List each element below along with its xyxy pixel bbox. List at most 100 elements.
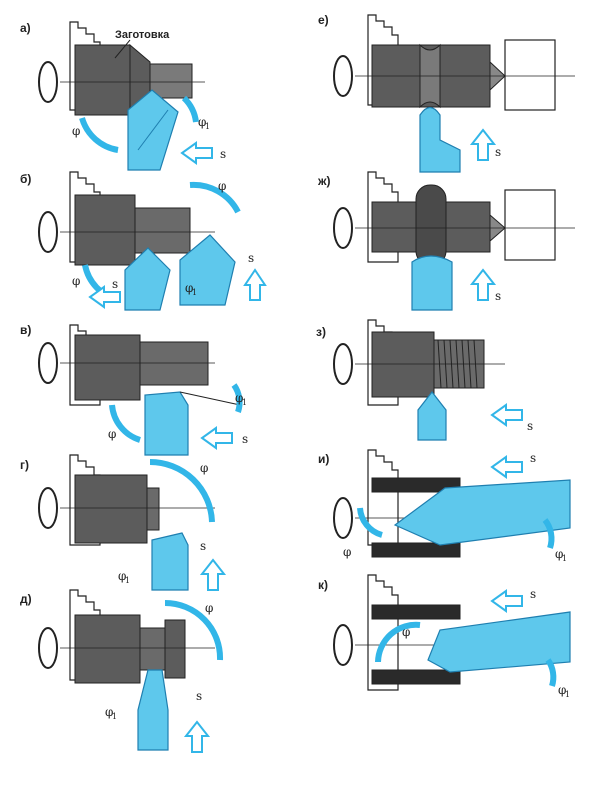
feed-label: s	[220, 147, 226, 161]
workpiece-neck	[149, 63, 193, 99]
feed-label: s	[242, 432, 248, 446]
panel-v: в) φ φ 1 s	[20, 323, 248, 456]
panel-letter: и)	[318, 452, 329, 466]
phi1-arc	[231, 383, 243, 413]
phi1-sub: 1	[112, 712, 117, 721]
phi1-sub: 1	[242, 398, 247, 407]
phi-arc	[189, 181, 241, 214]
cutting-tool	[137, 669, 169, 751]
rotation-icon	[38, 211, 58, 253]
phi-label: φ	[402, 625, 410, 639]
workpiece-body	[371, 331, 435, 398]
chuck	[367, 171, 399, 263]
phi1-sub: 1	[562, 554, 567, 563]
workpiece-groove	[139, 627, 166, 671]
phi1-label: φ	[118, 569, 126, 583]
panel-letter: з)	[316, 325, 326, 339]
phi-label: φ	[72, 274, 80, 288]
phi-label: φ	[72, 124, 80, 138]
bore-wall-top	[371, 477, 461, 493]
phi-arc	[149, 459, 215, 523]
phi1-arc	[545, 658, 557, 687]
feed-arrow	[490, 403, 523, 427]
phi1-label: φ	[558, 683, 566, 697]
rotation-icon	[333, 55, 353, 97]
panel-letter: а)	[20, 21, 31, 35]
panel-d: д) φ φ 1 s	[20, 589, 224, 753]
feed-label: s	[527, 419, 533, 433]
cutting-tool	[417, 391, 447, 441]
phi-arc	[79, 117, 119, 153]
workpiece-face	[146, 487, 160, 531]
feed-arrow-up	[243, 268, 267, 301]
leader-line	[114, 39, 131, 59]
panel-z: з) s	[316, 319, 533, 441]
tailstock	[504, 189, 556, 261]
angle-line	[179, 391, 241, 406]
rotation-icon	[38, 487, 58, 529]
rotation-icon	[38, 627, 58, 669]
boring-bar	[393, 479, 571, 546]
feed-label: s	[530, 587, 536, 601]
cutting-tool	[144, 391, 189, 456]
rotation-icon	[333, 624, 353, 666]
phi1-label: φ	[198, 115, 206, 129]
rotation-icon	[333, 343, 353, 385]
workpiece-body	[74, 194, 136, 266]
feed-label: s	[112, 277, 118, 291]
rotation-icon	[333, 207, 353, 249]
phi1-label: φ	[185, 281, 193, 295]
panel-i: и) φ φ 1 s	[318, 449, 571, 563]
feed-arrow-up	[199, 558, 227, 591]
phi1-sub: 1	[205, 122, 210, 131]
panel-letter: е)	[318, 13, 329, 27]
panel-g: г) φ φ 1 s	[20, 454, 227, 591]
panel-letter: к)	[318, 578, 328, 592]
panel-letter: ж)	[317, 174, 331, 188]
chuck	[367, 574, 399, 691]
phi1-sub: 1	[192, 288, 197, 297]
rotation-icon	[38, 61, 58, 103]
phi-label: φ	[218, 179, 226, 193]
cutting-tool-left	[124, 247, 171, 311]
workpiece-collar	[415, 184, 447, 266]
feed-label: s	[495, 145, 501, 159]
tool-edge-line	[137, 109, 169, 151]
panel-zh: ж) s	[317, 171, 575, 311]
bore-wall-bottom	[371, 669, 461, 685]
feed-label: s	[196, 689, 202, 703]
phi-label: φ	[108, 427, 116, 441]
cutting-tool	[151, 532, 189, 591]
workpiece-step	[139, 341, 209, 386]
phi1-arc	[542, 518, 555, 549]
feed-arrow	[490, 455, 523, 479]
feed-arrow-up	[183, 720, 211, 753]
panel-b: б) φ φ φ 1 s s	[20, 171, 267, 311]
phi-arc	[375, 621, 421, 663]
phi-label: φ	[205, 601, 213, 615]
workpiece-end	[164, 619, 186, 679]
rotation-icon	[38, 342, 58, 384]
tailstock	[504, 39, 556, 111]
phi-arc	[357, 507, 383, 538]
phi-arc	[164, 600, 224, 661]
panel-letter: б)	[20, 172, 31, 186]
phi-arc	[109, 404, 142, 443]
cutting-tool-right	[179, 234, 236, 306]
phi1-sub: 1	[565, 690, 570, 699]
phi1-label: φ	[235, 391, 243, 405]
cutting-tool	[411, 255, 453, 311]
feed-arrow-up	[469, 128, 497, 161]
phi1-label: φ	[555, 547, 563, 561]
panel-letter: д)	[20, 592, 32, 606]
feed-label: s	[530, 451, 536, 465]
rotation-icon	[333, 497, 353, 539]
workpiece-body	[74, 44, 131, 116]
phi-label: φ	[200, 461, 208, 475]
workpiece-body	[74, 614, 141, 684]
panel-k: к) φ φ 1 s	[318, 574, 571, 699]
feed-arrow-up	[469, 268, 497, 301]
bore-wall-top	[371, 604, 461, 620]
bore-wall-bottom	[371, 542, 461, 558]
